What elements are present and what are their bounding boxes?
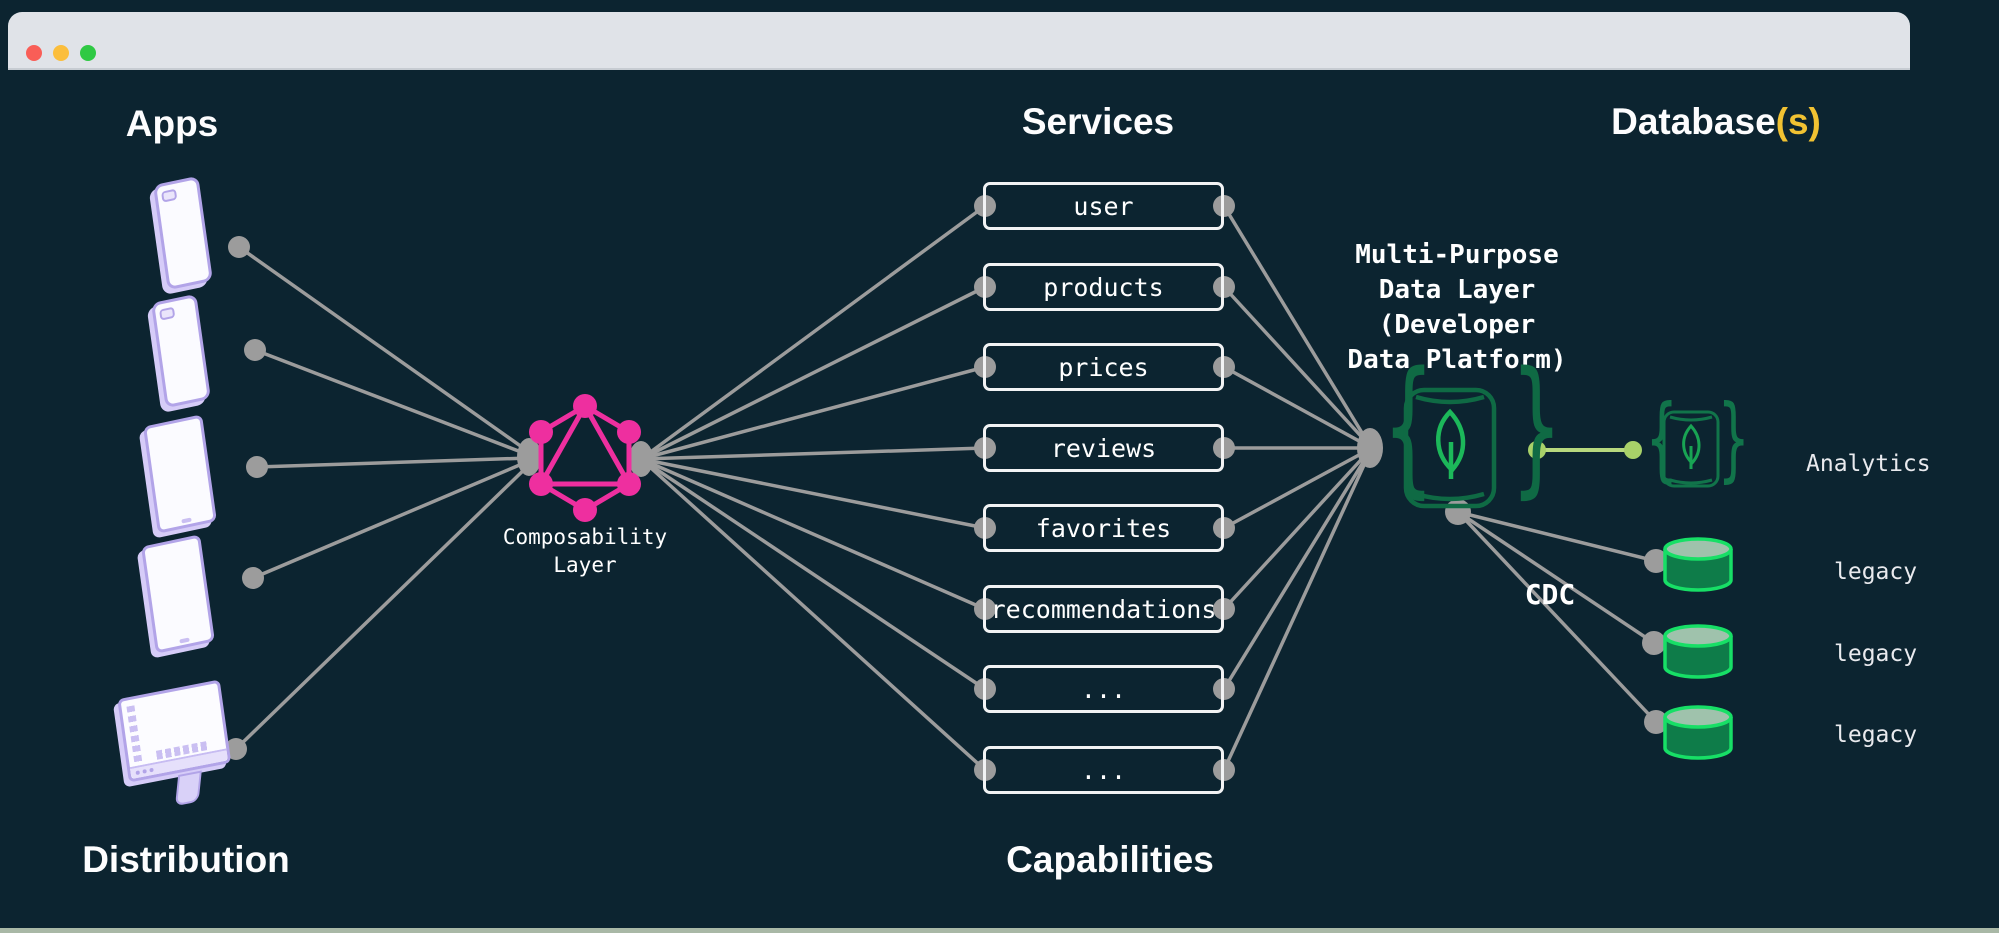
tablet-button-detail <box>181 517 192 524</box>
service-box: prices <box>983 343 1224 391</box>
service-box: favorites <box>983 504 1224 552</box>
minimize-button[interactable] <box>53 45 69 61</box>
monitor-stand <box>175 770 202 807</box>
phone-camera-detail <box>159 306 176 321</box>
service-label: user <box>1073 191 1134 221</box>
monitor-screen <box>117 679 232 783</box>
service-box: recommendations <box>983 585 1224 633</box>
service-label: ... <box>1080 674 1127 704</box>
service-label: recommendations <box>990 594 1217 624</box>
service-box: ... <box>983 746 1224 794</box>
service-label: favorites <box>1035 513 1172 543</box>
capabilities-footer-title: Capabilities <box>1006 839 1214 880</box>
right-brace-decoration: } <box>1718 385 1749 492</box>
legacy-label: legacy <box>1834 641 1918 667</box>
composability-layer-label: Composability Layer <box>502 525 668 577</box>
traffic-lights <box>26 45 96 61</box>
cdc-label: CDC <box>1524 578 1576 611</box>
databases-title-suffix: (s) <box>1775 101 1821 142</box>
service-box: products <box>983 263 1224 311</box>
browser-titlebar <box>8 12 1910 70</box>
databases-title-main: Database <box>1611 101 1776 142</box>
service-label: products <box>1043 272 1164 302</box>
mongodb-icon <box>1403 387 1497 509</box>
legacy-label: legacy <box>1834 559 1918 585</box>
legacy-label: legacy <box>1834 722 1918 748</box>
analytics-label: Analytics <box>1806 451 1931 477</box>
apps-column-title: Apps <box>125 103 219 144</box>
phone-camera-detail <box>161 188 178 203</box>
desktop-monitor-icon <box>117 678 246 836</box>
window-bottom-edge <box>0 928 1999 933</box>
monitor-chin-dots <box>135 770 141 776</box>
service-label: ... <box>1080 755 1127 785</box>
service-label: reviews <box>1050 433 1157 463</box>
right-brace-decoration: } <box>1512 340 1562 512</box>
legacy-database-cylinder-icon <box>1663 624 1733 679</box>
legacy-database-cylinder-icon <box>1663 537 1733 592</box>
services-column-title: Services <box>1021 101 1175 142</box>
monitor-desktop-icons-detail <box>126 705 143 765</box>
zoom-button[interactable] <box>80 45 96 61</box>
databases-column-title: Database(s) <box>1566 100 1866 144</box>
close-button[interactable] <box>26 45 42 61</box>
service-box: ... <box>983 665 1224 713</box>
service-box: user <box>983 182 1224 230</box>
legacy-database-cylinder-icon <box>1663 705 1733 760</box>
left-brace-decoration: { <box>1646 385 1677 492</box>
graphql-logo-icon <box>529 394 641 522</box>
mongodb-analytics-icon <box>1662 410 1720 488</box>
data-layer-label: Multi-Purpose Data Layer (Developer Data… <box>1347 240 1567 375</box>
service-box: reviews <box>983 424 1224 472</box>
tablet-button-detail <box>179 637 190 644</box>
service-label: prices <box>1058 352 1149 382</box>
left-brace-decoration: { <box>1384 340 1434 512</box>
distribution-footer-title: Distribution <box>82 839 290 880</box>
